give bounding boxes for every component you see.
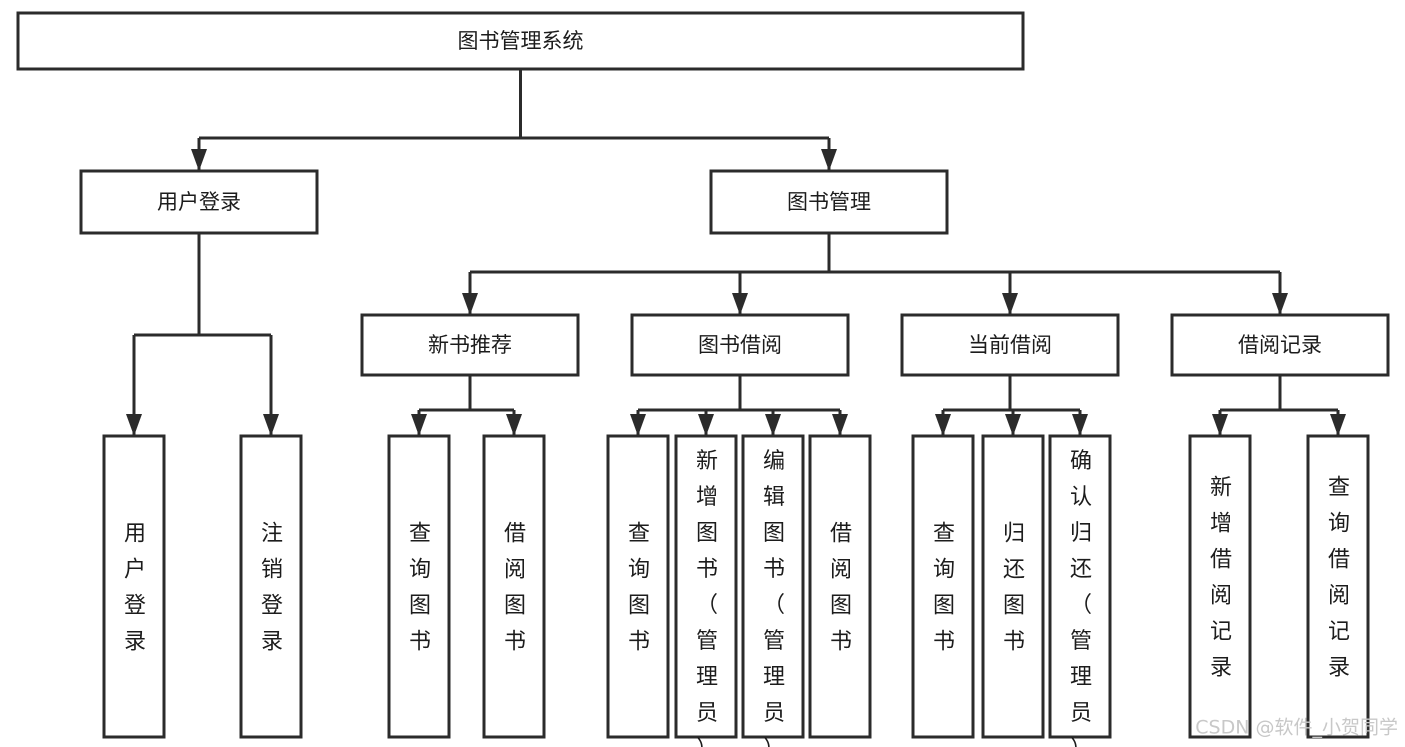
node-layer: 图书管理系统用户登录用户登录注销登录图书管理新书推荐查询图书借阅图书图书借阅查询… <box>16 11 1390 747</box>
node-box <box>1188 434 1252 739</box>
node-box <box>900 313 1120 377</box>
node-query-book-3[interactable]: 查询图书 <box>911 434 975 739</box>
arrow-to-edit-book-admin <box>765 414 781 436</box>
node-box <box>16 11 1025 71</box>
node-query-borrow-record[interactable]: 查询借阅记录 <box>1306 434 1370 739</box>
node-edit-book-admin[interactable]: 编辑图书（管理员） <box>741 434 805 747</box>
node-box <box>387 434 451 739</box>
arrow-to-user-logout <box>263 414 279 436</box>
arrow-to-book-manage <box>821 149 837 171</box>
node-query-book-1[interactable]: 查询图书 <box>387 434 451 739</box>
node-box <box>709 169 949 235</box>
node-label: 图书管理 <box>787 190 871 214</box>
node-box <box>360 313 580 377</box>
arrow-to-new-book-recommend <box>462 293 478 315</box>
node-label: 归还图书 <box>1003 522 1025 655</box>
node-label: 编辑图书（管理员） <box>763 449 785 747</box>
arrow-to-query-book-2 <box>630 414 646 436</box>
node-box <box>808 434 872 739</box>
node-return-book[interactable]: 归还图书 <box>981 434 1045 739</box>
node-label: 新增图书（管理员） <box>696 449 718 747</box>
arrow-to-add-book-admin <box>698 414 714 436</box>
node-label: 查询图书 <box>409 522 431 655</box>
node-box <box>1170 313 1390 377</box>
node-box <box>606 434 670 739</box>
node-borrow-record[interactable]: 借阅记录 <box>1170 313 1390 377</box>
node-label: 当前借阅 <box>968 333 1052 357</box>
node-label: 图书借阅 <box>698 333 782 357</box>
node-label: 确认归还（管理员） <box>1070 449 1092 747</box>
arrow-to-user-login <box>191 149 207 171</box>
node-label: 用户登录 <box>157 190 241 214</box>
node-add-book-admin[interactable]: 新增图书（管理员） <box>674 434 738 747</box>
node-box <box>911 434 975 739</box>
arrow-to-user-login-do <box>126 414 142 436</box>
node-borrow-book-1[interactable]: 借阅图书 <box>482 434 546 739</box>
node-box <box>741 434 805 739</box>
node-label: 查询借阅记录 <box>1328 476 1350 681</box>
arrow-to-query-book-1 <box>411 414 427 436</box>
node-user-logout[interactable]: 注销登录 <box>239 434 303 739</box>
node-box <box>1048 434 1112 739</box>
node-label: 借阅图书 <box>504 522 526 655</box>
arrow-to-borrow-record <box>1272 293 1288 315</box>
arrow-to-query-borrow-record <box>1330 414 1346 436</box>
arrow-to-add-borrow-record <box>1212 414 1228 436</box>
node-box <box>102 434 166 739</box>
node-user-login-do[interactable]: 用户登录 <box>102 434 166 739</box>
arrow-to-return-book <box>1005 414 1021 436</box>
node-label: 新增借阅记录 <box>1210 476 1232 681</box>
arrow-to-query-book-3 <box>935 414 951 436</box>
node-label: 查询图书 <box>628 522 650 655</box>
node-box <box>981 434 1045 739</box>
node-current-borrow[interactable]: 当前借阅 <box>900 313 1120 377</box>
node-label: 注销登录 <box>261 522 283 655</box>
node-box <box>239 434 303 739</box>
node-confirm-return-admin[interactable]: 确认归还（管理员） <box>1048 434 1112 747</box>
node-root[interactable]: 图书管理系统 <box>16 11 1025 71</box>
connector-layer <box>126 69 1346 436</box>
node-box <box>1306 434 1370 739</box>
node-label: 查询图书 <box>933 522 955 655</box>
node-book-manage[interactable]: 图书管理 <box>709 169 949 235</box>
node-box <box>674 434 738 739</box>
node-box <box>79 169 319 235</box>
node-borrow-book-2[interactable]: 借阅图书 <box>808 434 872 739</box>
node-add-borrow-record[interactable]: 新增借阅记录 <box>1188 434 1252 739</box>
csdn-watermark: CSDN @软件_小贺同学 <box>1195 717 1398 739</box>
node-user-login[interactable]: 用户登录 <box>79 169 319 235</box>
node-query-book-2[interactable]: 查询图书 <box>606 434 670 739</box>
arrow-to-borrow-book-1 <box>506 414 522 436</box>
node-label: 借阅图书 <box>830 522 852 655</box>
node-new-book-recommend[interactable]: 新书推荐 <box>360 313 580 377</box>
node-label: 借阅记录 <box>1238 333 1322 357</box>
arrow-to-book-borrow <box>732 293 748 315</box>
arrow-to-current-borrow <box>1002 293 1018 315</box>
node-label: 新书推荐 <box>428 333 512 357</box>
node-label: 用户登录 <box>124 522 146 655</box>
arrow-to-confirm-return-admin <box>1072 414 1088 436</box>
node-book-borrow[interactable]: 图书借阅 <box>630 313 850 377</box>
node-box <box>630 313 850 377</box>
node-label: 图书管理系统 <box>458 29 584 53</box>
node-box <box>482 434 546 739</box>
arrow-to-borrow-book-2 <box>832 414 848 436</box>
